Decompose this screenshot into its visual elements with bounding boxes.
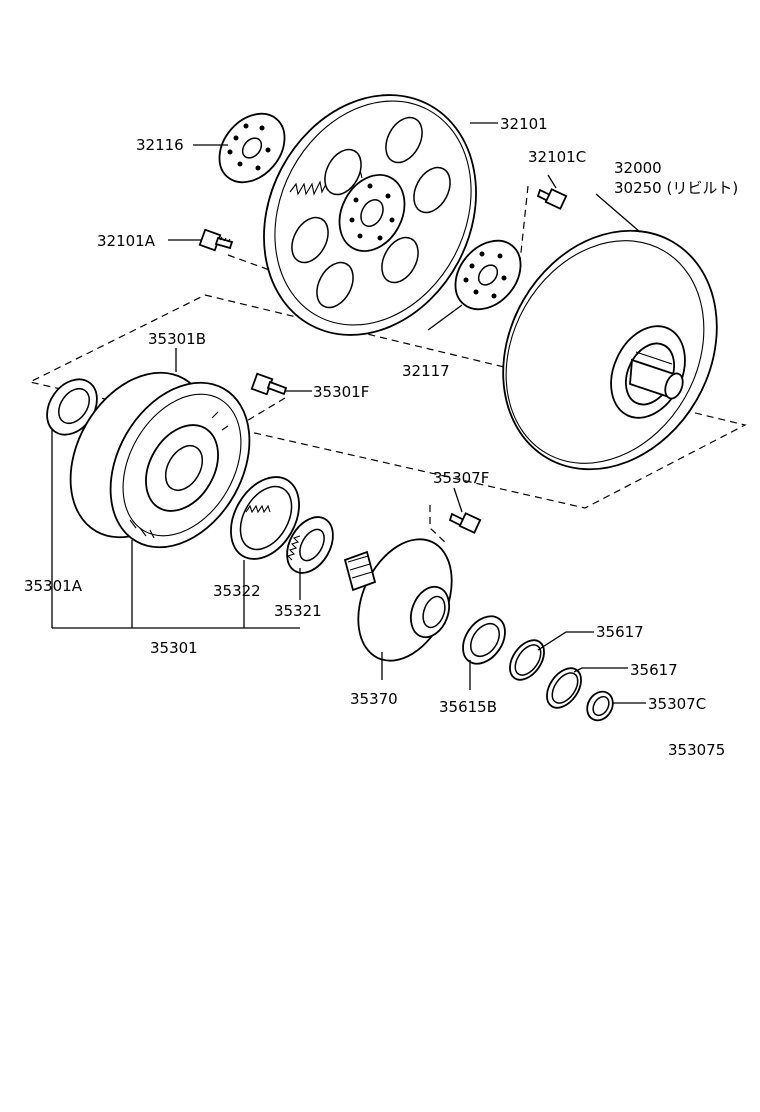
leader-lines	[51, 122, 646, 704]
label-35301f: 35301F	[313, 383, 369, 401]
label-35307f: 35307F	[433, 469, 489, 487]
plate-32117	[454, 239, 522, 311]
label-35322: 35322	[213, 582, 261, 600]
stator-shaft-35370	[343, 538, 453, 662]
pump-body-35301b	[69, 371, 251, 549]
label-35615b: 35615B	[439, 698, 497, 716]
flexplate-bolt-dashed-line	[227, 254, 276, 273]
label-35307c: 35307C	[648, 695, 706, 713]
label-32117: 32117	[402, 362, 450, 380]
label-35370: 35370	[350, 690, 398, 708]
bolt-35301f	[250, 372, 288, 396]
bolt-32101c	[536, 188, 568, 210]
label-35301a: 35301A	[24, 577, 83, 595]
bolt-35307f	[448, 512, 482, 534]
driven-gear-35322	[230, 476, 300, 560]
part-labels: 32116 32101 32101C 32000 30250 (リビルト) 32…	[24, 115, 738, 759]
label-32101: 32101	[500, 115, 548, 133]
label-35321: 35321	[274, 602, 322, 620]
bolt-32101a	[198, 228, 234, 252]
label-30250: 30250 (リビルト)	[614, 179, 738, 197]
label-32116: 32116	[136, 136, 184, 154]
pump-assembly-boundary	[28, 294, 747, 509]
pump-bolt-dashed-line	[429, 505, 449, 546]
oil-seal-35301a	[46, 378, 98, 436]
label-32101c: 32101C	[528, 148, 586, 166]
washer-35615b	[462, 615, 506, 665]
torque-converter-32000	[502, 229, 718, 471]
cover-bolt-dashed-line	[239, 397, 286, 426]
label-35301: 35301	[150, 639, 198, 657]
label-32101a: 32101A	[97, 232, 156, 250]
label-35301b: 35301B	[148, 330, 206, 348]
label-35617-upper: 35617	[596, 623, 644, 641]
bushing-35307c	[586, 690, 614, 722]
label-35617-lower: 35617	[630, 661, 678, 679]
seal-ring-35617-a	[509, 639, 545, 681]
seal-ring-35617-b	[546, 667, 582, 709]
label-32000: 32000	[614, 159, 662, 177]
drive-plate-32116	[218, 112, 286, 184]
drive-gear-35321	[286, 516, 334, 574]
figure-id-label: 353075	[668, 741, 725, 759]
flexplate-32101	[263, 94, 477, 336]
